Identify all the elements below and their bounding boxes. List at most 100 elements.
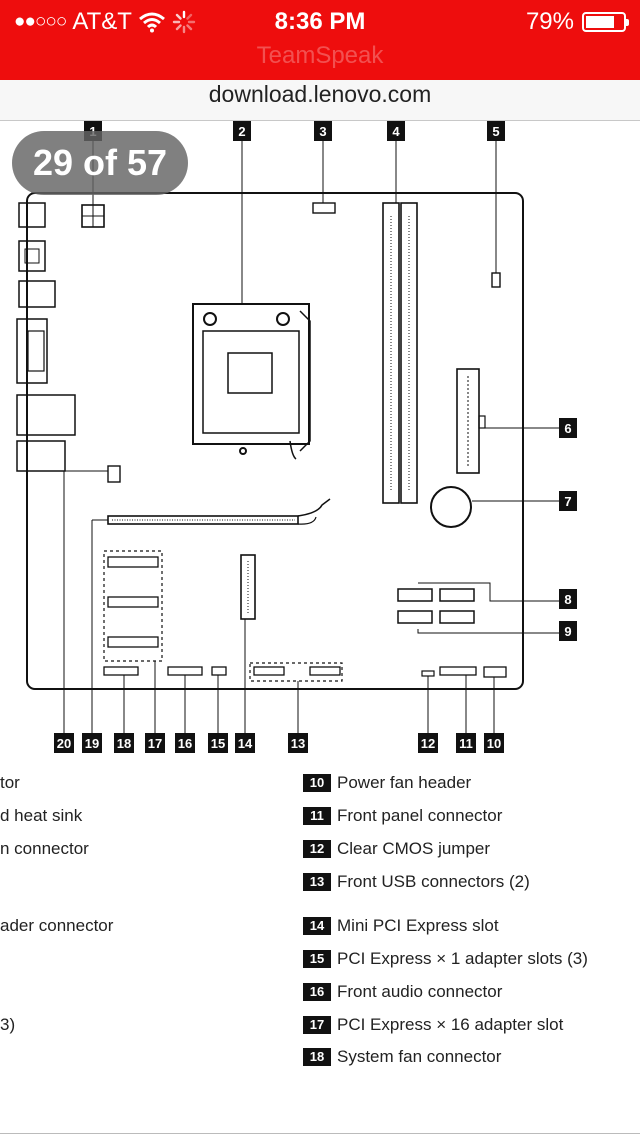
svg-text:13: 13 bbox=[291, 736, 305, 751]
legend-item-16: 16 Front audio connector bbox=[303, 982, 502, 1002]
legend-item-14: 14 Mini PCI Express slot bbox=[303, 916, 499, 936]
rear-port bbox=[16, 440, 66, 472]
battery-percent: 79% bbox=[525, 8, 574, 35]
callout-15: 15 bbox=[208, 733, 228, 753]
legend-item-18: 18 System fan connector bbox=[303, 1047, 501, 1067]
legend-label: Clear CMOS jumper bbox=[337, 839, 491, 858]
callout-19: 19 bbox=[82, 733, 102, 753]
legend-item-15: 15 PCI Express × 1 adapter slots (3) bbox=[303, 949, 588, 969]
svg-text:7: 7 bbox=[564, 494, 571, 509]
system-fan-connector bbox=[103, 666, 139, 676]
vga-port-inner bbox=[27, 330, 45, 372]
legend-number: 11 bbox=[303, 807, 331, 825]
battery-fill bbox=[586, 16, 615, 28]
page-title: TeamSpeak bbox=[256, 42, 384, 69]
rear-port bbox=[18, 280, 56, 308]
wifi-icon bbox=[138, 12, 165, 33]
clear-cmos-jumper bbox=[421, 670, 435, 677]
callout-13: 13 bbox=[288, 733, 308, 753]
legend-label: System fan connector bbox=[337, 1047, 502, 1066]
url-text[interactable]: download.lenovo.com bbox=[208, 81, 432, 107]
svg-text:12: 12 bbox=[421, 736, 435, 751]
motherboard-diagram: 1 2 3 4 5 6 7 8 9 20 19 18 17 16 15 14 1… bbox=[16, 121, 577, 753]
legend-left-item: 3) bbox=[0, 1015, 16, 1034]
legend-label: Mini PCI Express slot bbox=[337, 916, 499, 935]
legend-item-13: 13 Front USB connectors (2) bbox=[303, 872, 530, 892]
front-usb-connectors bbox=[249, 662, 343, 682]
legend-left-item: ader connector bbox=[0, 916, 114, 935]
cmos-battery bbox=[430, 486, 472, 528]
legend-label: PCI Express × 16 adapter slot bbox=[337, 1015, 564, 1034]
svg-text:18: 18 bbox=[117, 736, 131, 751]
callout-8: 8 bbox=[559, 589, 577, 609]
jumper-5 bbox=[491, 272, 501, 288]
svg-text:15: 15 bbox=[211, 736, 225, 751]
signal-strength: ●●○○○ bbox=[14, 11, 67, 32]
cpu-fan-header bbox=[312, 202, 336, 214]
svg-text:10: 10 bbox=[487, 736, 501, 751]
callout-2: 2 bbox=[233, 121, 251, 141]
callout-12: 12 bbox=[418, 733, 438, 753]
legend-label: PCI Express × 1 adapter slots (3) bbox=[337, 949, 588, 968]
svg-text:2: 2 bbox=[238, 124, 245, 139]
svg-text:8: 8 bbox=[564, 592, 571, 607]
divider bbox=[0, 1133, 640, 1134]
legend-number: 12 bbox=[303, 840, 331, 858]
rear-port bbox=[18, 202, 46, 228]
activity-spinner-icon bbox=[172, 10, 196, 34]
pcie-x1-header bbox=[211, 666, 227, 676]
address-bar[interactable]: download.lenovo.com bbox=[0, 80, 640, 121]
svg-text:11: 11 bbox=[459, 736, 473, 751]
callout-7: 7 bbox=[559, 491, 577, 511]
mini-pcie-slot bbox=[240, 554, 256, 620]
cpu-socket bbox=[192, 303, 310, 445]
callout-3: 3 bbox=[314, 121, 332, 141]
document-viewer[interactable]: 1 2 3 4 5 6 7 8 9 20 19 18 17 16 15 14 1… bbox=[0, 121, 640, 1136]
rear-port bbox=[16, 394, 76, 436]
carrier-name: AT&T bbox=[72, 8, 132, 35]
status-bar: ●●○○○ AT&T 8:36 PM 79% bbox=[0, 0, 640, 80]
svg-text:16: 16 bbox=[178, 736, 192, 751]
sata-connector bbox=[439, 588, 475, 602]
callout-14: 14 bbox=[235, 733, 255, 753]
svg-text:5: 5 bbox=[492, 124, 499, 139]
legend-left-item: n connector bbox=[0, 839, 89, 858]
front-panel-connector bbox=[439, 666, 477, 676]
sata-connector bbox=[439, 610, 475, 624]
callout-10: 10 bbox=[484, 733, 504, 753]
legend-number: 10 bbox=[303, 774, 331, 792]
sata-connector bbox=[397, 588, 433, 602]
svg-text:6: 6 bbox=[564, 421, 571, 436]
legend-number: 14 bbox=[303, 917, 331, 935]
memory-slot bbox=[400, 202, 418, 504]
cpu-die bbox=[227, 352, 273, 394]
front-audio-header bbox=[167, 666, 203, 676]
legend-item-10: 10 Power fan header bbox=[303, 773, 471, 793]
callout-18: 18 bbox=[114, 733, 134, 753]
legend-label: Front panel connector bbox=[337, 806, 503, 825]
callout-16: 16 bbox=[175, 733, 195, 753]
callout-9: 9 bbox=[559, 621, 577, 641]
legend-left-item: tor bbox=[0, 773, 20, 792]
legend-item-17: 17 PCI Express × 16 adapter slot bbox=[303, 1015, 563, 1035]
legend-label: Power fan header bbox=[337, 773, 472, 792]
legend-left-item: d heat sink bbox=[0, 806, 83, 825]
callout-20: 20 bbox=[54, 733, 74, 753]
rear-port bbox=[24, 248, 40, 264]
callout-11: 11 bbox=[456, 733, 476, 753]
callout-17: 17 bbox=[145, 733, 165, 753]
clock: 8:36 PM bbox=[274, 8, 366, 35]
memory-slot bbox=[382, 202, 400, 504]
cpu-socket-inner bbox=[202, 330, 300, 434]
system-fan-header bbox=[107, 465, 121, 483]
power-fan-header bbox=[483, 666, 507, 678]
battery-indicator: 79% bbox=[525, 8, 629, 36]
battery-tip bbox=[626, 19, 629, 26]
svg-text:9: 9 bbox=[564, 624, 571, 639]
svg-text:4: 4 bbox=[392, 124, 400, 139]
sata-connector bbox=[397, 610, 433, 624]
legend-number: 16 bbox=[303, 983, 331, 1001]
svg-text:20: 20 bbox=[57, 736, 71, 751]
legend-number: 17 bbox=[303, 1016, 331, 1034]
legend-number: 18 bbox=[303, 1048, 331, 1066]
